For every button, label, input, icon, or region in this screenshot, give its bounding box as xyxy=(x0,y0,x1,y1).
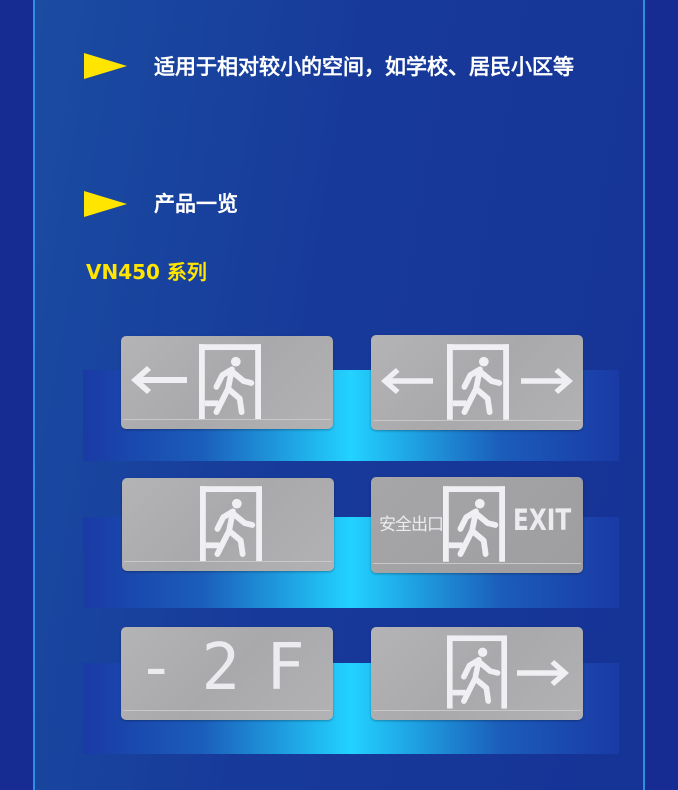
exit-sign-plain xyxy=(122,478,334,571)
exit-sign-text: 安全出口 EXIT xyxy=(371,477,583,573)
sign-text-en: EXIT xyxy=(513,503,572,537)
bullet-triangle-icon xyxy=(84,191,127,217)
sign-text-cn: 安全出口 xyxy=(379,515,444,535)
exit-sign-right-arrow xyxy=(371,627,583,720)
series-title: VN450 系列 xyxy=(86,260,207,284)
section-heading: 产品一览 xyxy=(154,192,238,216)
bullet-triangle-icon xyxy=(84,53,127,79)
exit-sign-double-arrow xyxy=(371,335,583,430)
feature-text: 适用于相对较小的空间，如学校、居民小区等 xyxy=(154,55,574,79)
floor-sign: -2F xyxy=(121,627,333,720)
floor-text: -2F xyxy=(137,631,331,705)
exit-sign-left-arrow xyxy=(121,336,333,429)
